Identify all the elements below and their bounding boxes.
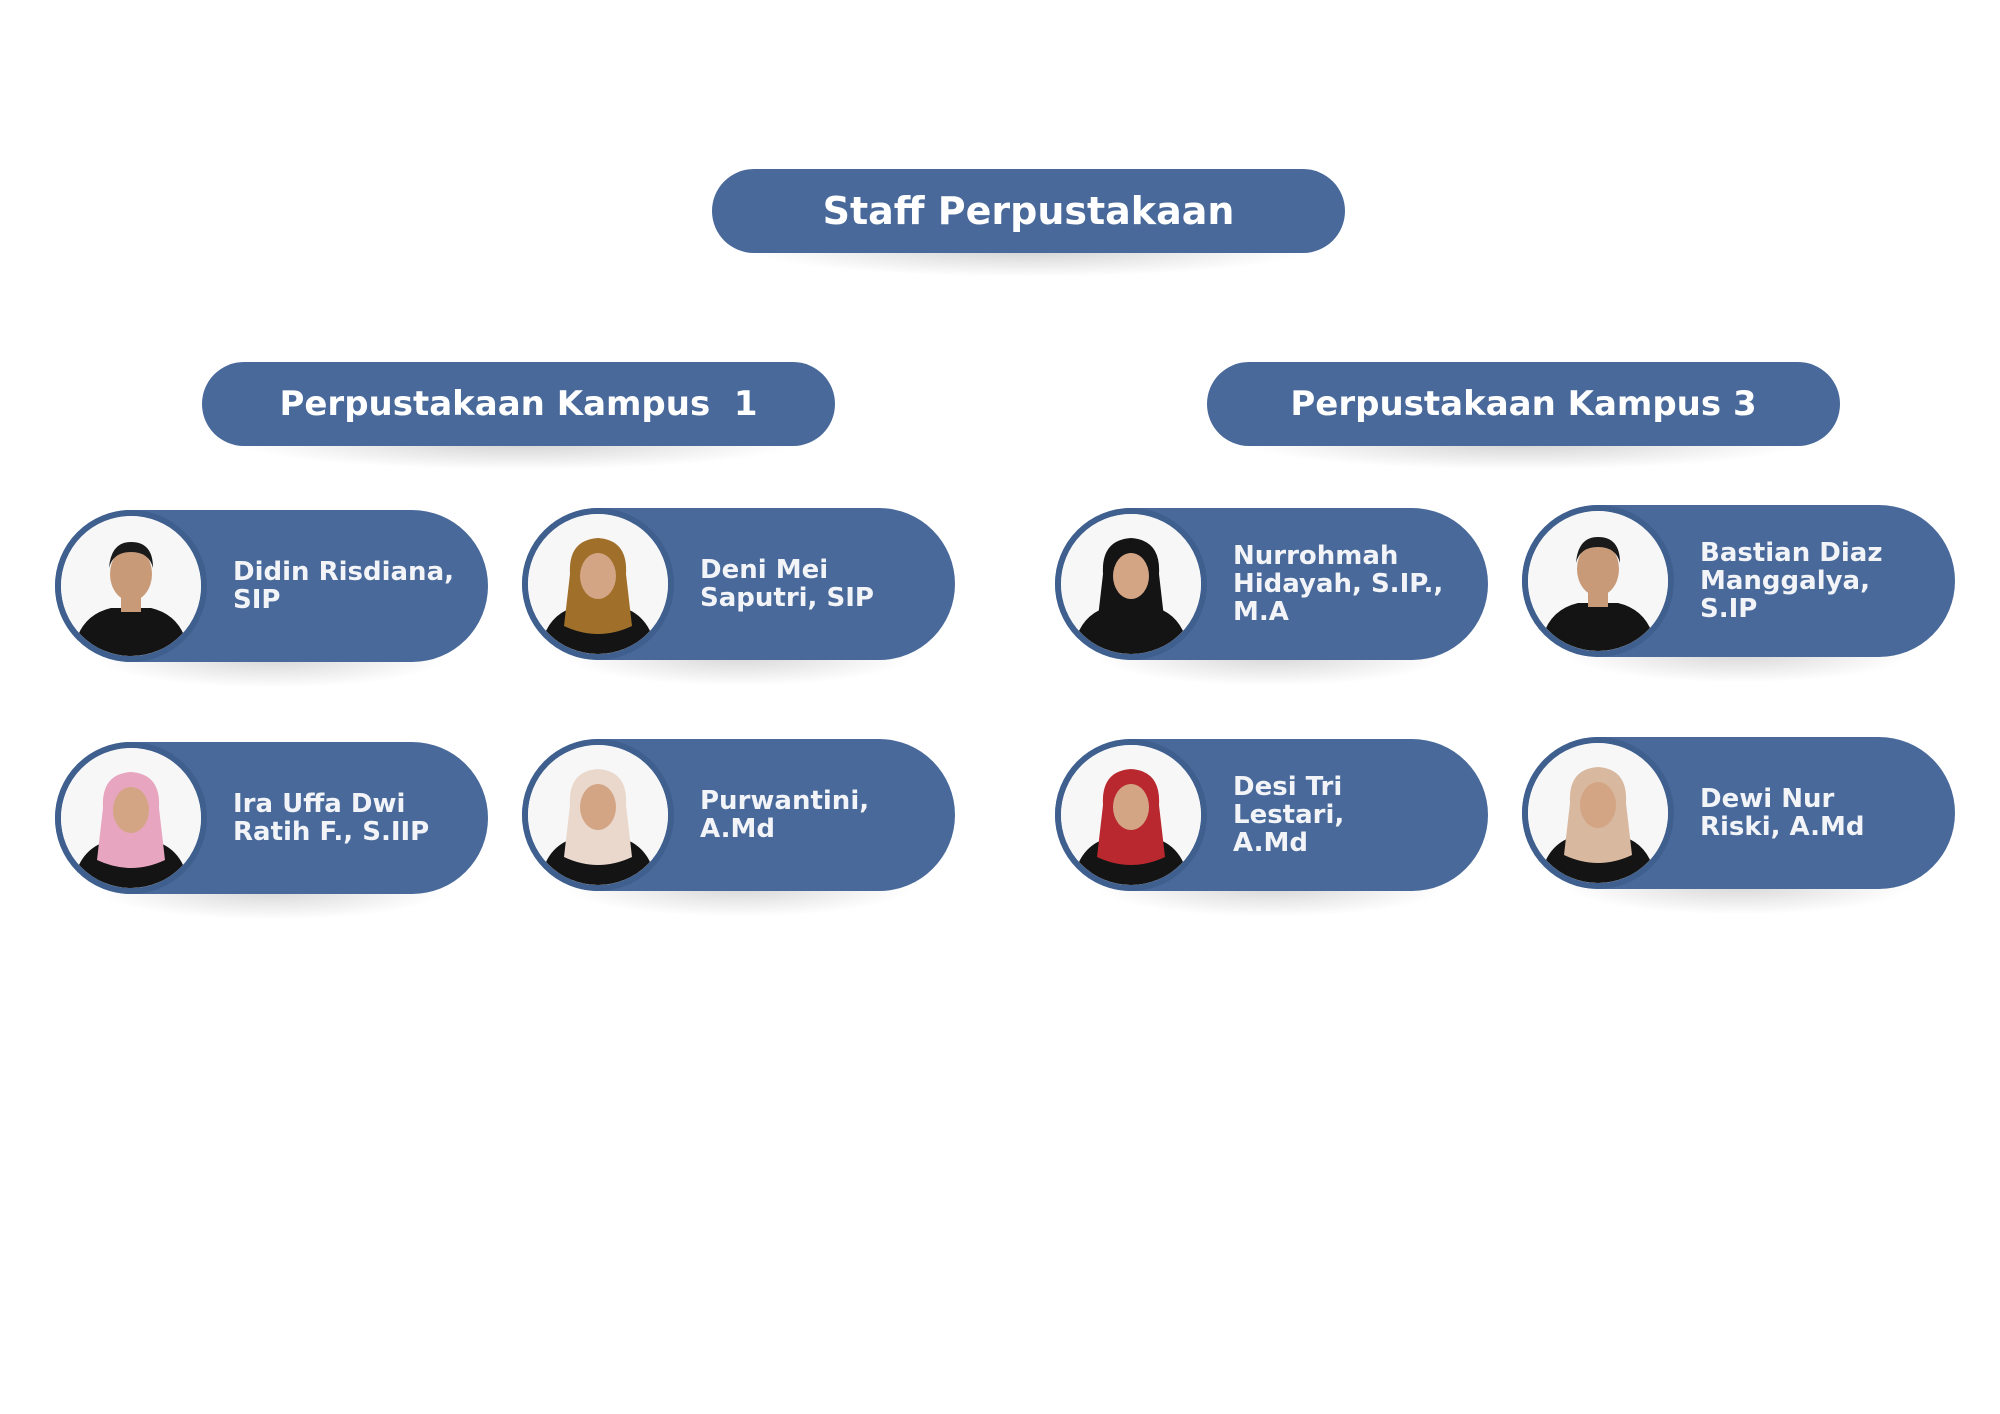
staff-name-line: S.IP	[1700, 594, 1758, 625]
staff-name-line: Hidayah, S.IP.,	[1233, 568, 1444, 599]
staff-name-line: M.A	[1233, 597, 1289, 628]
portrait-icon	[1528, 743, 1668, 883]
staff-name-line: Desi Tri Lestari,	[1233, 771, 1345, 830]
staff-name: Desi Tri Lestari,A.Md	[1233, 773, 1462, 857]
title-pill: Staff Perpustakaan	[712, 169, 1345, 277]
portrait-icon	[1528, 511, 1668, 651]
staff-name-line: Dewi Nur	[1700, 783, 1835, 814]
staff-photo	[522, 508, 674, 660]
staff-photo	[1522, 737, 1674, 889]
staff-name-line: Saputri, SIP	[700, 583, 874, 613]
staff-name-line: Nurrohmah	[1233, 540, 1399, 571]
staff-name-line: Ira Uffa Dwi	[233, 788, 406, 819]
staff-name-line: Didin Risdiana,	[233, 556, 454, 587]
staff-name: Didin Risdiana,SIP	[233, 558, 462, 614]
portrait-icon	[528, 514, 668, 654]
staff-card: Desi Tri Lestari,A.Md	[1055, 739, 1488, 917]
staff-photo	[55, 742, 207, 894]
staff-name-line: SIP	[233, 585, 281, 615]
staff-name-line: A.Md	[700, 814, 775, 844]
portrait-icon	[528, 745, 668, 885]
staff-card: Purwantini,A.Md	[522, 739, 955, 917]
staff-name-line: Riski, A.Md	[1700, 812, 1865, 842]
staff-name-line: Deni Mei	[700, 554, 829, 585]
portrait-icon	[1061, 514, 1201, 654]
staff-photo	[1055, 508, 1207, 660]
staff-name-line: Purwantini,	[700, 785, 870, 816]
staff-name-line: Manggalya,	[1700, 565, 1870, 596]
page-title: Staff Perpustakaan	[822, 189, 1235, 233]
staff-photo	[522, 739, 674, 891]
staff-name-line: Bastian Diaz	[1700, 537, 1883, 568]
portrait-icon	[61, 516, 201, 656]
staff-photo	[1055, 739, 1207, 891]
portrait-icon	[61, 748, 201, 888]
staff-name-line: Ratih F., S.IIP	[233, 817, 430, 847]
staff-photo	[1522, 505, 1674, 657]
campus-3-pill: Perpustakaan Kampus 3	[1207, 362, 1840, 470]
staff-name-line: A.Md	[1233, 828, 1308, 859]
staff-photo	[55, 510, 207, 662]
campus-3-label: Perpustakaan Kampus 3	[1290, 384, 1757, 424]
staff-name: Purwantini,A.Md	[700, 787, 929, 843]
campus-1-label: Perpustakaan Kampus 1	[279, 384, 758, 424]
campus-1-pill: Perpustakaan Kampus 1	[202, 362, 835, 470]
staff-card: Didin Risdiana,SIP	[55, 510, 488, 688]
portrait-icon	[1061, 745, 1201, 885]
